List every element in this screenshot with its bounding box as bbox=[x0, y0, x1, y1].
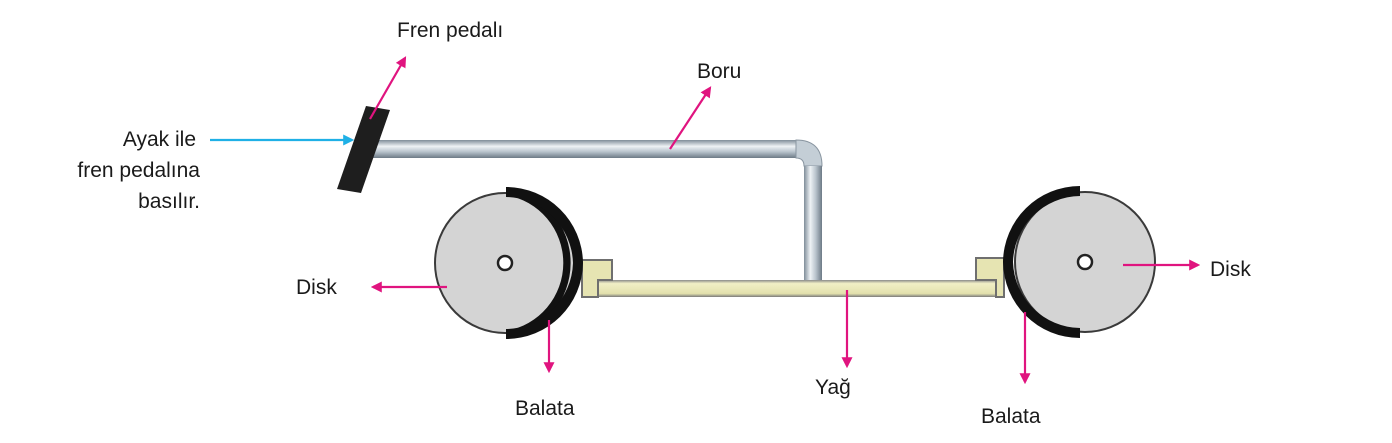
label-balata-right: Balata bbox=[981, 405, 1041, 428]
arrow-boru bbox=[669, 86, 712, 150]
oil-cup-right bbox=[975, 257, 1005, 298]
arrow-fren-pedali bbox=[369, 56, 407, 120]
pipe-top bbox=[360, 140, 796, 158]
disk-right-hub bbox=[1076, 253, 1094, 271]
label-fren-pedali: Fren pedalı bbox=[397, 19, 504, 42]
label-yag: Yağ bbox=[815, 376, 851, 399]
brake-pedal bbox=[337, 106, 390, 193]
label-ayak-line1: Ayak ile bbox=[122, 128, 196, 151]
pad-right-2 bbox=[1003, 262, 1080, 338]
label-disk-left: Disk bbox=[296, 276, 337, 299]
label-disk-right: Disk bbox=[1210, 258, 1251, 281]
label-boru: Boru bbox=[697, 60, 742, 83]
label-balata-left: Balata bbox=[515, 397, 575, 420]
label-ayak-line2: fren pedalına bbox=[77, 159, 200, 182]
pad-left-body bbox=[506, 187, 583, 263]
pad-left-body-2 bbox=[506, 263, 583, 340]
pipe-vertical bbox=[804, 166, 822, 282]
disk-left-hub bbox=[496, 254, 514, 272]
pad-left bbox=[506, 187, 571, 339]
oil-cup-left bbox=[581, 259, 613, 298]
oil-channel bbox=[598, 280, 996, 297]
pipe-bend bbox=[795, 139, 823, 167]
pad-right bbox=[1003, 185, 1080, 262]
label-ayak-line3: basılır. bbox=[138, 190, 200, 213]
